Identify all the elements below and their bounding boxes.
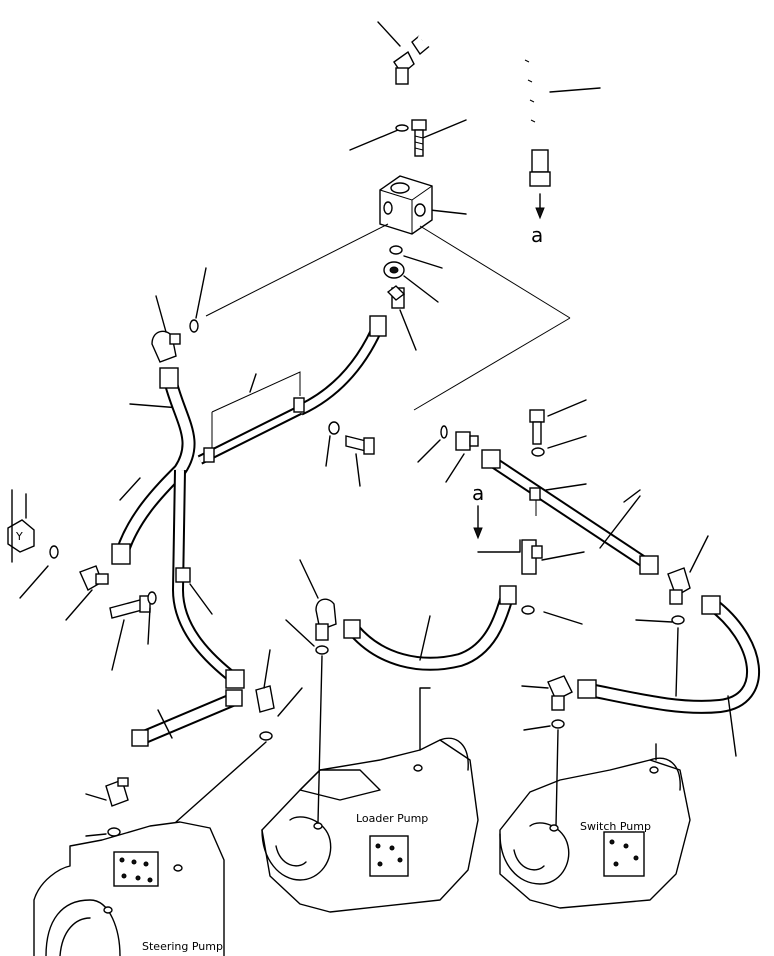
bolt-left-lower [109, 591, 157, 619]
reference-lines [205, 223, 571, 411]
bolt [411, 119, 427, 157]
leader-lines-steering-lower [85, 793, 107, 837]
washer [531, 447, 545, 457]
washer [328, 421, 340, 435]
short-hose-left [131, 689, 243, 747]
o-ring [521, 605, 535, 615]
loader-hose [343, 585, 517, 671]
loader-elbow [315, 598, 337, 641]
switch-elbow [667, 567, 691, 605]
o-ring [551, 719, 565, 729]
tee-fitting-left: Y [7, 519, 59, 559]
o-ring [259, 731, 273, 741]
elbow-left-lower [79, 565, 109, 591]
steering-pump: Steering Pump [33, 821, 225, 956]
switch-pump-label: Switch Pump [580, 820, 651, 833]
leader-lines-right [417, 399, 641, 561]
leader-line [543, 611, 583, 625]
o-ring [389, 245, 403, 255]
bolt-right [529, 409, 545, 445]
elbow-steering-lower [105, 777, 129, 807]
left-hose-lower [171, 469, 245, 689]
leader-lines-switch [521, 535, 737, 827]
switch-pump-elbow [547, 675, 573, 711]
nut [383, 261, 405, 279]
leader-lines-top [349, 21, 601, 215]
svg-text:Y: Y [15, 530, 23, 543]
o-ring [315, 645, 329, 655]
connector-right [455, 431, 479, 451]
right-pipe [481, 449, 659, 575]
leader-lines-steering-upper [157, 649, 303, 823]
o-ring [440, 425, 448, 439]
upper-pipe-assembly [197, 315, 387, 465]
o-ring [671, 615, 685, 625]
callout-a-middle: a [472, 481, 521, 553]
leader-lines-far-left [11, 489, 93, 621]
switch-pump: Switch Pump [499, 743, 691, 909]
switch-hose [577, 595, 760, 714]
valve-block [379, 175, 433, 235]
steering-pump-label: Steering Pump [142, 940, 223, 953]
loader-pump: Loader Pump [261, 687, 479, 913]
callout-a-label: a [472, 481, 484, 505]
bolt-middle [345, 435, 375, 455]
left-elbow-fitting [151, 319, 199, 363]
leader-lines-left-lower [111, 477, 213, 671]
callout-a-top: a [531, 193, 545, 247]
elbow-steering [255, 685, 275, 713]
leader-lines-mid [325, 435, 361, 487]
loader-pump-label: Loader Pump [356, 812, 428, 825]
adapter-fitting [386, 285, 406, 309]
leader-lines-left-top [129, 267, 257, 409]
tee-fitting-right [521, 539, 543, 575]
leader-lines-block [399, 255, 443, 351]
o-ring [395, 124, 409, 132]
callout-a-label: a [531, 223, 543, 247]
top-hose [417, 1, 551, 187]
